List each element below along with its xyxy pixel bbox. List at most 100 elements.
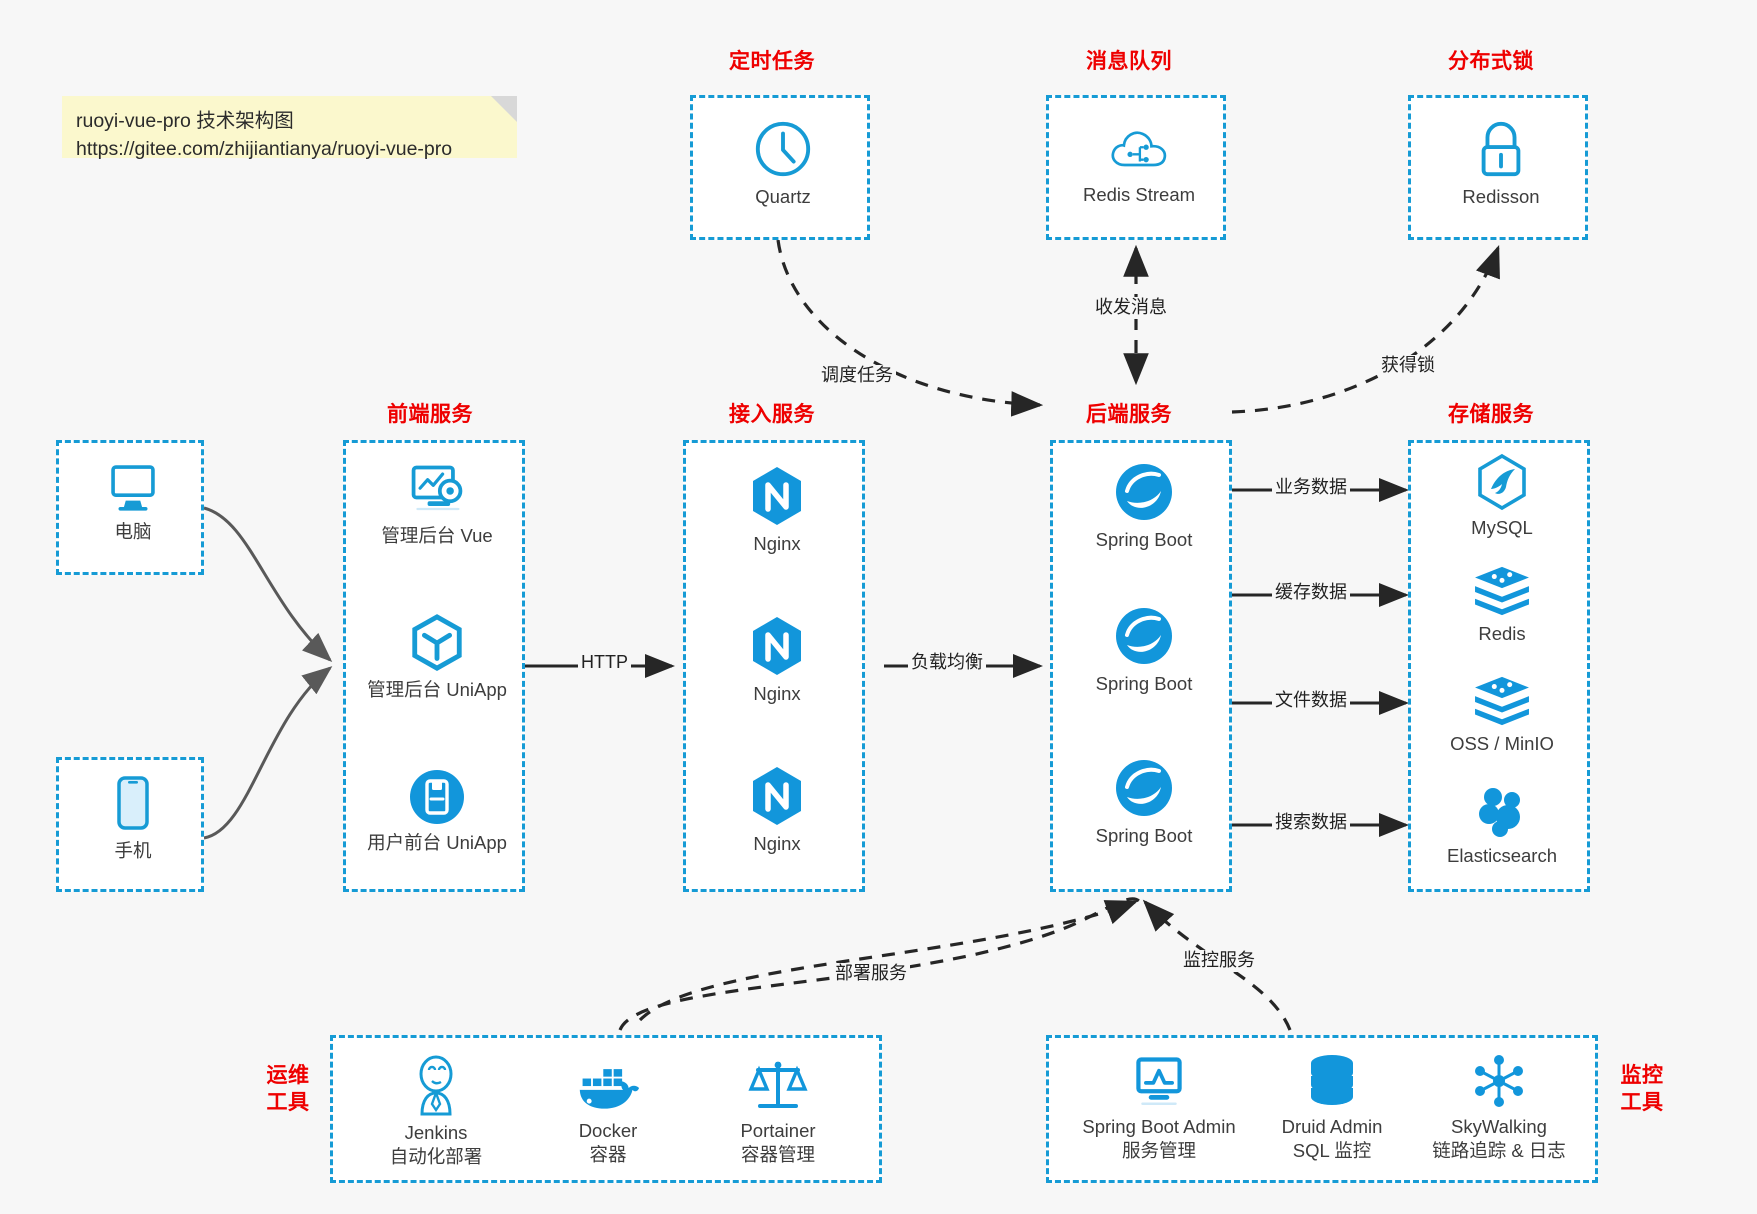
node-spring-boot-2[interactable]: Spring Boot bbox=[1053, 605, 1235, 696]
group-label-frontend: 前端服务 bbox=[387, 403, 473, 426]
node-label: MySQL bbox=[1471, 517, 1533, 538]
node-quartz[interactable]: Quartz bbox=[693, 118, 873, 209]
group-box-devops: Jenkins 自动化部署 Docker 容器 bbox=[330, 1035, 882, 1183]
node-skywalking[interactable]: SkyWalking 链路追踪 & 日志 bbox=[1401, 1052, 1597, 1163]
node-nginx-1[interactable]: Nginx bbox=[686, 465, 868, 556]
group-box-distributed-lock: Redisson bbox=[1408, 95, 1588, 240]
node-label: Nginx bbox=[753, 683, 801, 704]
node-spring-boot-1[interactable]: Spring Boot bbox=[1053, 461, 1235, 552]
monitoring-label-line2: 工具 bbox=[1620, 1090, 1664, 1114]
node-spring-boot-admin[interactable]: Spring Boot Admin 服务管理 bbox=[1063, 1052, 1255, 1163]
node-label: OSS / MinIO bbox=[1450, 733, 1554, 754]
group-label-scheduled-task: 定时任务 bbox=[729, 50, 815, 73]
node-label: Redis bbox=[1478, 623, 1526, 644]
desktop-icon bbox=[111, 465, 155, 511]
note-title: ruoyi-vue-pro 技术架构图 bbox=[76, 110, 294, 132]
node-label: Jenkins bbox=[404, 1122, 468, 1143]
node-admin-uniapp[interactable]: 管理后台 UniApp bbox=[346, 613, 528, 702]
note-fold-corner bbox=[491, 96, 517, 122]
group-label-devops: 运维 工具 bbox=[258, 1063, 318, 1117]
group-box-client-mobile: 手机 bbox=[56, 757, 204, 892]
clock-icon bbox=[755, 121, 811, 177]
node-label: Nginx bbox=[753, 533, 801, 554]
node-label: Nginx bbox=[753, 833, 801, 854]
node-label: Redis Stream bbox=[1082, 184, 1196, 205]
node-label: 管理后台 UniApp bbox=[367, 679, 507, 700]
node-redis-stream[interactable]: Redis Stream bbox=[1049, 120, 1229, 207]
group-box-client-desktop: 电脑 bbox=[56, 440, 204, 575]
note-url: https://gitee.com/zhijiantianya/ruoyi-vu… bbox=[76, 137, 453, 160]
node-elasticsearch[interactable]: Elasticsearch bbox=[1411, 783, 1593, 868]
group-box-storage: MySQL Redis OSS / MinIO bbox=[1408, 440, 1590, 892]
node-label: SkyWalking bbox=[1451, 1116, 1547, 1137]
node-label: Elasticsearch bbox=[1446, 845, 1557, 866]
devops-label-line2: 工具 bbox=[266, 1090, 310, 1114]
node-docker[interactable]: Docker 容器 bbox=[533, 1060, 683, 1167]
group-box-monitoring: Spring Boot Admin 服务管理 Druid Admin SQL 监… bbox=[1046, 1035, 1598, 1183]
node-label: Spring Boot bbox=[1095, 673, 1193, 694]
app-card-icon bbox=[410, 770, 464, 824]
lock-icon bbox=[1481, 121, 1521, 177]
docker-icon bbox=[579, 1069, 640, 1109]
group-box-backend: Spring Boot Spring Boot Spring Boot bbox=[1050, 440, 1232, 892]
scales-icon bbox=[748, 1061, 808, 1108]
node-mysql[interactable]: MySQL bbox=[1411, 453, 1593, 540]
node-redis[interactable]: Redis bbox=[1411, 565, 1593, 646]
node-desc: SQL 监控 bbox=[1292, 1140, 1372, 1162]
redis-icon bbox=[1475, 566, 1529, 616]
devops-label-line1: 运维 bbox=[266, 1064, 310, 1087]
diagram-note: ruoyi-vue-pro 技术架构图 https://gitee.com/zh… bbox=[62, 96, 517, 160]
node-oss-minio[interactable]: OSS / MinIO bbox=[1411, 675, 1593, 756]
node-desktop[interactable]: 电脑 bbox=[59, 459, 207, 544]
node-label: 手机 bbox=[114, 840, 152, 861]
group-label-monitoring: 监控 工具 bbox=[1612, 1063, 1672, 1117]
nginx-icon bbox=[753, 767, 801, 825]
database-icon bbox=[1311, 1055, 1353, 1105]
spring-boot-icon bbox=[1116, 608, 1172, 664]
monitor-chart-icon bbox=[1136, 1057, 1182, 1105]
group-label-storage: 存储服务 bbox=[1448, 403, 1534, 426]
edge-label-load-balance: 负载均衡 bbox=[908, 652, 986, 674]
edge-label-search-data: 搜索数据 bbox=[1272, 812, 1350, 834]
edge-label-acquire-lock: 获得锁 bbox=[1378, 355, 1438, 377]
mobile-icon bbox=[117, 776, 149, 830]
node-spring-boot-3[interactable]: Spring Boot bbox=[1053, 757, 1235, 848]
node-desc: 容器 bbox=[589, 1144, 627, 1166]
group-box-frontend: 管理后台 Vue 管理后台 UniApp 用户前台 UniApp bbox=[343, 440, 525, 892]
node-jenkins[interactable]: Jenkins 自动化部署 bbox=[361, 1054, 511, 1169]
node-desc: 容器管理 bbox=[740, 1144, 815, 1166]
edge-label-file-data: 文件数据 bbox=[1272, 690, 1350, 712]
node-label: Spring Boot bbox=[1095, 825, 1193, 846]
node-admin-vue[interactable]: 管理后台 Vue bbox=[346, 461, 528, 548]
group-label-access: 接入服务 bbox=[729, 403, 815, 426]
jenkins-icon bbox=[419, 1055, 453, 1116]
nginx-icon bbox=[753, 617, 801, 675]
node-mobile[interactable]: 手机 bbox=[59, 774, 207, 863]
node-desc: 服务管理 bbox=[1121, 1140, 1196, 1162]
node-user-uniapp[interactable]: 用户前台 UniApp bbox=[346, 768, 528, 855]
mysql-icon bbox=[1478, 453, 1526, 511]
node-portainer[interactable]: Portainer 容器管理 bbox=[703, 1056, 853, 1167]
spring-boot-icon bbox=[1116, 760, 1172, 816]
node-nginx-2[interactable]: Nginx bbox=[686, 615, 868, 706]
dashboard-gear-icon bbox=[411, 465, 463, 511]
skywalking-icon bbox=[1475, 1055, 1523, 1107]
edge-label-business-data: 业务数据 bbox=[1272, 477, 1350, 499]
node-nginx-3[interactable]: Nginx bbox=[686, 765, 868, 856]
edge-label-http: HTTP bbox=[578, 652, 631, 674]
node-desc: 自动化部署 bbox=[389, 1146, 483, 1168]
node-label: Redisson bbox=[1462, 186, 1540, 207]
node-redisson[interactable]: Redisson bbox=[1411, 118, 1591, 209]
edge-label-send-receive-message: 收发消息 bbox=[1092, 297, 1170, 319]
group-label-message-queue: 消息队列 bbox=[1086, 50, 1172, 73]
elasticsearch-icon bbox=[1479, 788, 1520, 837]
node-druid-admin[interactable]: Druid Admin SQL 监控 bbox=[1249, 1052, 1415, 1163]
edge-label-schedule-task: 调度任务 bbox=[818, 365, 896, 387]
cloud-stream-icon bbox=[1111, 131, 1167, 167]
group-label-distributed-lock: 分布式锁 bbox=[1448, 50, 1534, 73]
node-label: Spring Boot bbox=[1095, 529, 1193, 550]
monitoring-label-line1: 监控 bbox=[1620, 1064, 1664, 1087]
group-box-access: Nginx Nginx Nginx bbox=[683, 440, 865, 892]
edge-label-monitor-service: 监控服务 bbox=[1180, 950, 1258, 972]
